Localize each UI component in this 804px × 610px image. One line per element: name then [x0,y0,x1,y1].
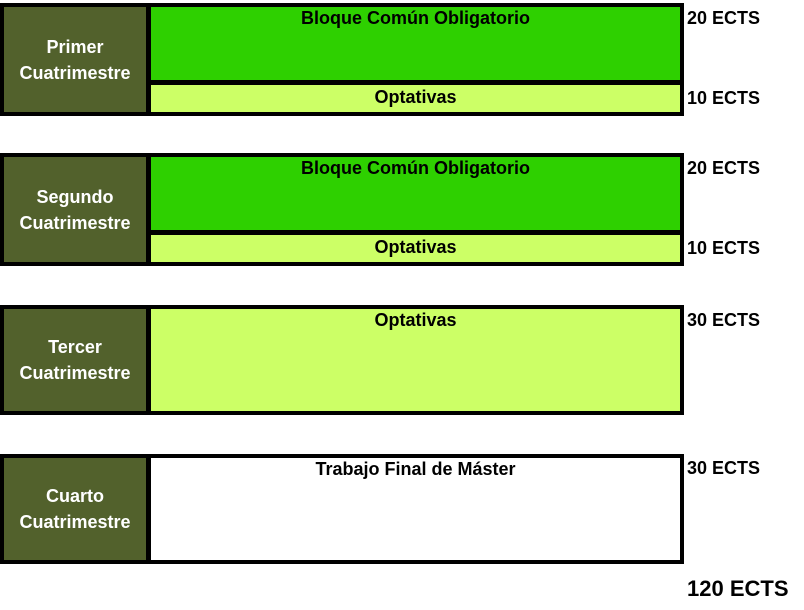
label-line: Cuatrimestre [19,212,131,233]
label-line: Cuatrimestre [19,62,131,83]
block-mandatory: Bloque Común Obligatorio [151,7,680,80]
label-line: Segundo [36,186,114,207]
ects-label: 20 ECTS [687,158,761,178]
total-ects: 120 ECTS [687,576,789,601]
block-electives: Optativas [151,235,680,262]
ects-label: 30 ECTS [687,458,761,478]
block-thesis: Trabajo Final de Máster [151,458,680,560]
ects-label: 30 ECTS [687,310,761,330]
ects-label: 10 ECTS [687,88,761,108]
ects-label: 10 ECTS [687,238,761,258]
label-line: Cuatrimestre [19,512,131,532]
block-electives: Optativas [151,309,680,411]
block-mandatory: Bloque Común Obligatorio [151,157,680,230]
label-line: Tercer [48,337,102,357]
label-line: Primer [46,36,104,57]
block-electives: Optativas [151,85,680,112]
label-line: Cuatrimestre [19,363,131,383]
label-line: Cuarto [45,486,104,506]
ects-label: 20 ECTS [687,8,761,28]
